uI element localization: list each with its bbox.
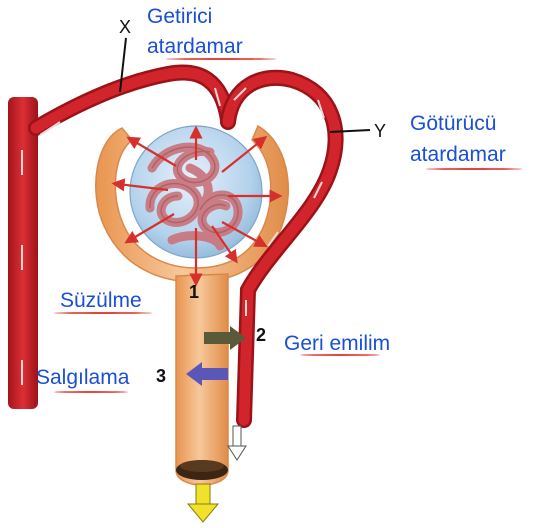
underline-filtration [54,312,152,314]
underline-secretion [54,391,128,393]
label-reabsorption: Geri emilim [284,333,390,354]
step-number-3: 3 [156,367,166,385]
label-afferent-line1: Getirici [147,6,212,27]
label-secretion: Salgılama [36,367,129,388]
label-efferent-line1: Götürücü [410,113,496,134]
step-number-2: 2 [256,326,266,344]
underline-afferent [166,58,276,60]
underline-reabsorption [300,354,380,356]
label-efferent-line2: atardamar [410,144,506,165]
label-filtration: Süzülme [60,290,142,311]
venous-outflow-arrow [228,426,246,460]
step-number-1: 1 [189,283,199,301]
underline-efferent [426,168,522,170]
efferent-arteriole [228,78,336,420]
label-y: Y [374,122,386,140]
renal-artery [8,97,38,409]
label-afferent-line2: atardamar [147,36,243,57]
urine-outflow-arrow [188,484,218,522]
label-x: X [119,18,131,36]
